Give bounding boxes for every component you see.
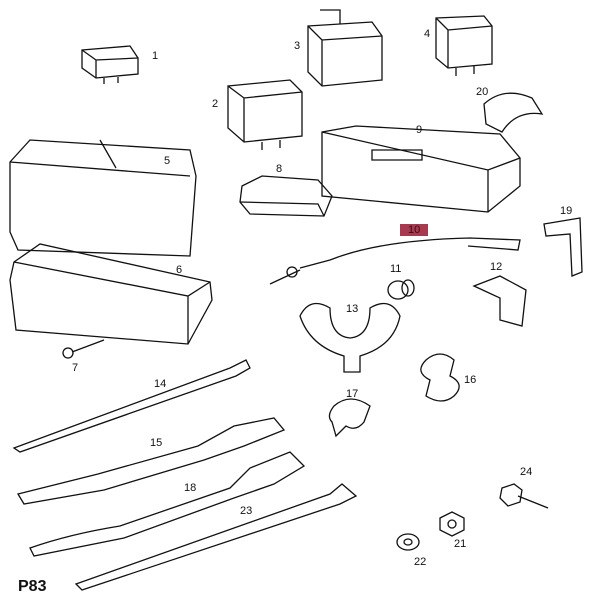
part-11-grommet[interactable] [387,279,415,300]
label-part-10-highlighted[interactable]: 10 [400,224,429,236]
part-15-sensor[interactable] [16,417,286,505]
label-part-8: 8 [276,163,283,175]
part-19-bracket[interactable] [543,217,583,277]
part-12-bracket[interactable] [472,275,527,327]
part-9-tray[interactable] [321,125,521,213]
label-part-23: 23 [240,505,253,517]
part-24-screw[interactable] [499,483,549,509]
label-part-15: 15 [150,437,163,449]
label-part-13: 13 [346,303,359,315]
label-part-5: 5 [164,155,171,167]
part-18-sensor[interactable] [29,451,306,557]
part-4-relay[interactable] [435,15,493,76]
label-part-3: 3 [294,40,301,52]
label-part-2: 2 [212,98,219,110]
part-7-screw[interactable] [62,339,105,359]
part-6-tray[interactable] [9,243,213,345]
label-part-4: 4 [424,28,431,40]
label-part-18: 18 [184,482,197,494]
label-part-24: 24 [520,466,533,478]
label-part-14: 14 [154,378,167,390]
part-13-clip[interactable] [299,302,401,373]
label-part-16: 16 [464,374,477,386]
label-part-22: 22 [414,556,427,568]
part-23-cable-tie[interactable] [74,483,358,591]
label-part-9: 9 [416,124,423,136]
label-part-19: 19 [560,205,573,217]
part-2-relay[interactable] [227,79,303,150]
part-5-box[interactable] [9,139,197,257]
part-8-block[interactable] [239,175,333,217]
label-part-6: 6 [176,264,183,276]
label-part-12: 12 [490,261,503,273]
part-14-cable-tie[interactable] [12,359,251,453]
part-21-nut[interactable] [439,511,465,537]
part-17-clip[interactable] [328,398,371,438]
label-part-20: 20 [476,86,489,98]
part-10-sensor-wire[interactable] [269,237,521,285]
part-16-clip[interactable] [420,353,460,402]
label-part-21: 21 [454,538,467,550]
label-part-7: 7 [72,362,79,374]
label-part-11: 11 [390,263,402,275]
part-22-washer[interactable] [396,533,420,551]
label-part-17: 17 [346,388,359,400]
part-1-relay[interactable] [81,45,139,84]
part-3-relay[interactable] [307,9,383,87]
part-20-clip[interactable] [483,92,544,133]
diagram-code: P83 [18,578,47,595]
label-part-1: 1 [152,50,159,62]
